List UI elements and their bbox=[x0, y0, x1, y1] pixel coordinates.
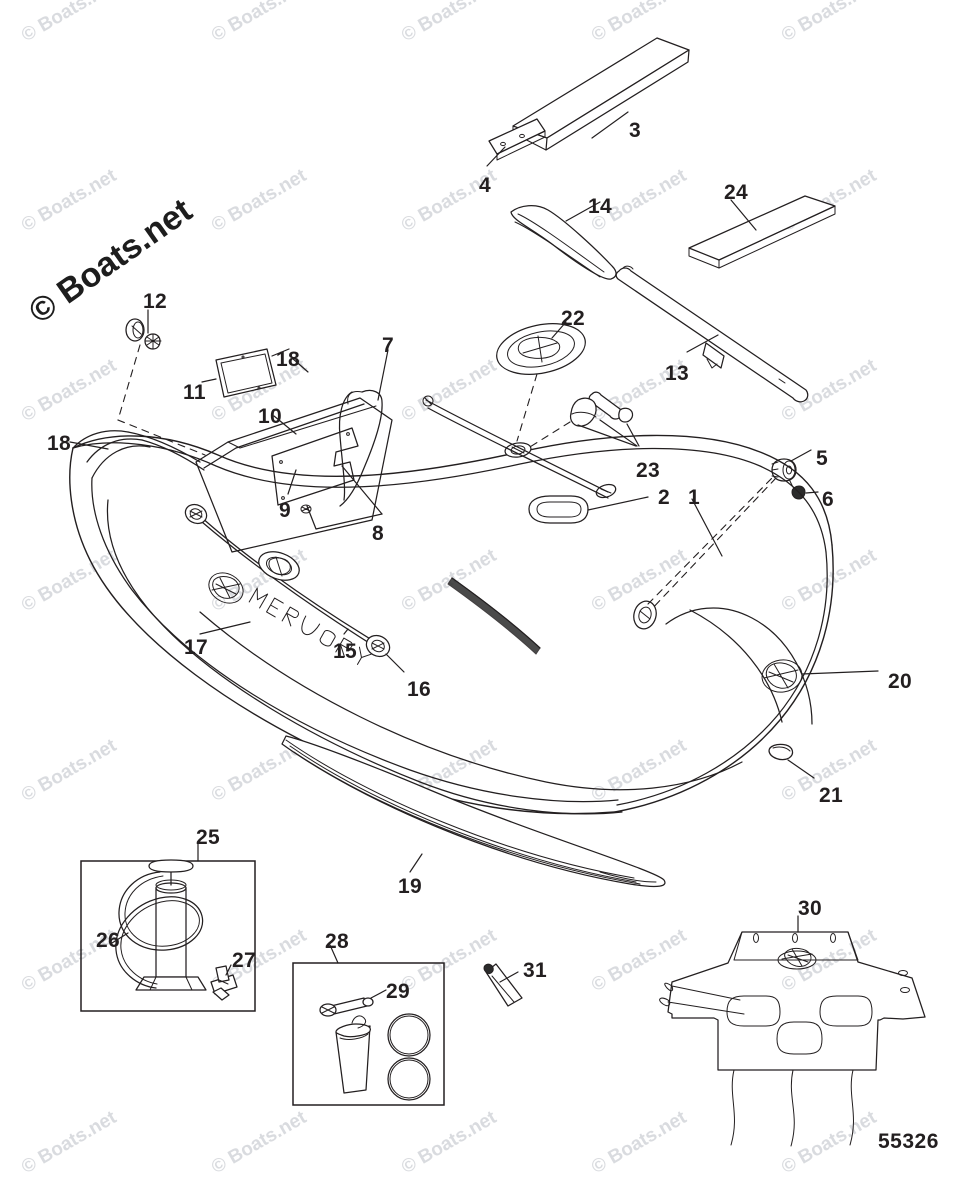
callout-reinforcement-patch: 11 bbox=[183, 381, 206, 404]
part-air-valve bbox=[496, 321, 586, 442]
callout-d-ring: 16 bbox=[407, 678, 431, 701]
part-reinforcement-patch bbox=[201, 348, 290, 398]
valve-assembly-guide bbox=[647, 477, 777, 614]
part-repair-kit-box bbox=[292, 944, 445, 1106]
bow-handle bbox=[768, 743, 815, 779]
part-glue-tube bbox=[483, 963, 523, 1007]
callout-repair-kit: 28 bbox=[325, 930, 349, 953]
callout-oar-blade: 14 bbox=[588, 195, 612, 218]
diagram-number: 55326 bbox=[878, 1130, 939, 1153]
part-oar-shaft bbox=[615, 265, 809, 403]
brand-decal bbox=[199, 572, 373, 665]
callout-pump-kit: 25 bbox=[196, 826, 220, 849]
part-valve-pins bbox=[516, 391, 640, 456]
callout-brand-decal: 17 bbox=[184, 636, 208, 659]
callout-grab-rope: 15 bbox=[333, 640, 357, 663]
part-boat-hull bbox=[69, 349, 879, 815]
callout-seat-board: 3 bbox=[629, 119, 641, 142]
callout-hull-tube-chamber: 2 bbox=[658, 486, 670, 509]
part-seat-board bbox=[512, 37, 690, 151]
callout-boat-cover: 30 bbox=[798, 897, 822, 920]
part-oar-blade bbox=[510, 201, 617, 280]
callout-seat-bracket: 4 bbox=[479, 174, 491, 197]
callout-repair-brush: 29 bbox=[386, 980, 410, 1003]
callout-drain-plug: 6 bbox=[822, 488, 834, 511]
d-ring-aft bbox=[184, 503, 208, 525]
d-ring-fwd bbox=[365, 634, 405, 673]
callout-handle: 21 bbox=[819, 784, 843, 807]
part-keel-strake bbox=[281, 735, 666, 888]
oarlock-aft bbox=[504, 442, 532, 458]
callout-tube-end-cone: 18 bbox=[47, 432, 71, 455]
callout-valve-pin-set: 23 bbox=[636, 459, 660, 482]
bow-logo-decal bbox=[761, 659, 879, 693]
handle-oval bbox=[528, 495, 589, 524]
callout-carry-handle-strap: 7 bbox=[382, 334, 394, 357]
callout-glue-tube: 31 bbox=[523, 959, 547, 982]
callout-floor-board: 24 bbox=[724, 181, 748, 204]
hull-valve-grommet bbox=[633, 600, 657, 630]
part-floor-board bbox=[688, 195, 836, 269]
part-pump-kit-box bbox=[80, 841, 256, 1012]
callout-hull-tube-assembly: 1 bbox=[688, 486, 700, 509]
callout-drain-valve: 5 bbox=[816, 447, 828, 470]
callout-air-valve: 22 bbox=[561, 307, 585, 330]
callout-transom-plate: 9 bbox=[279, 499, 291, 522]
callout-pump-adapter: 27 bbox=[232, 949, 256, 972]
callout-pump-hose: 26 bbox=[96, 929, 120, 952]
callout-logo-decal: 20 bbox=[888, 670, 912, 693]
valve-near-tube bbox=[258, 551, 300, 581]
callout-transom-assembly: 10 bbox=[258, 405, 282, 428]
part-cap-screw bbox=[117, 309, 206, 456]
callout-oar-shaft: 13 bbox=[665, 362, 689, 385]
part-boat-cover bbox=[659, 915, 926, 1147]
part-drain-plug bbox=[788, 478, 819, 500]
callout-tube-end-cone: 18 bbox=[276, 348, 300, 371]
part-drain-valve bbox=[771, 449, 812, 482]
callout-keel-rubbing-strake: 19 bbox=[398, 875, 422, 898]
callout-transom-board: 8 bbox=[372, 522, 384, 545]
part-seat-bracket bbox=[486, 118, 546, 167]
callout-cap-and-screw: 12 bbox=[143, 290, 167, 313]
